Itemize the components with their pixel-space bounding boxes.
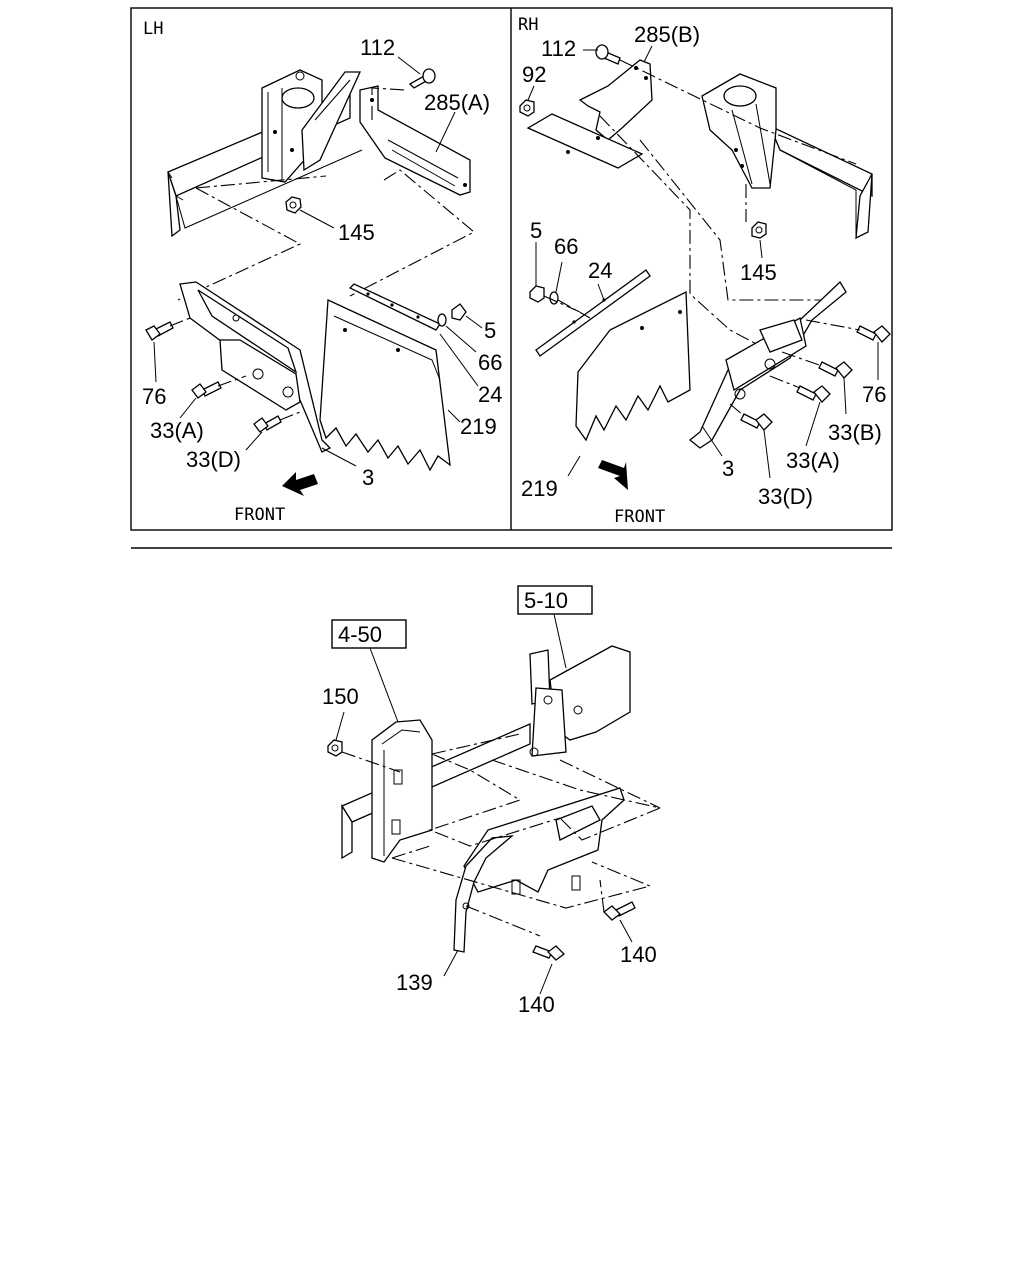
lower-nut-150 [327, 739, 343, 757]
lower-callout-139: 139 [396, 970, 433, 995]
rh-callout-33d: 33(D) [758, 484, 813, 509]
rh-panel: RH [518, 15, 891, 527]
rh-bolt-76 [856, 325, 891, 343]
rh-plate-24 [535, 269, 651, 357]
lh-callout-66: 66 [478, 350, 502, 375]
lh-nut-145 [285, 196, 302, 214]
lh-washer-66 [437, 313, 447, 327]
lower-callout-150: 150 [322, 684, 359, 709]
lower-callout-140-a: 140 [620, 942, 657, 967]
lh-callout-145: 145 [338, 220, 375, 245]
rh-front-arrow-icon [598, 460, 628, 490]
lh-bolt-33a [191, 381, 222, 399]
lh-stay-bracket [301, 71, 362, 172]
rh-nut-145 [751, 221, 767, 239]
rh-plate [526, 113, 644, 169]
lh-callout-33d: 33(D) [186, 447, 241, 472]
rh-callout-112: 112 [541, 36, 576, 61]
lh-callout-3: 3 [362, 465, 374, 490]
lower-guard-139 [453, 835, 515, 953]
lh-front-label: FRONT [234, 505, 285, 525]
lower-leaders [335, 711, 633, 995]
ref-box-4-50: 4-50 [331, 619, 407, 649]
lh-callout-76: 76 [142, 384, 166, 409]
lh-bolt-112 [408, 68, 436, 89]
rh-rail-bracket [701, 73, 777, 189]
rh-mudflap-219 [575, 290, 691, 442]
lower-assembly: 4-50 5-10 [322, 585, 662, 1017]
lh-leaders [153, 56, 483, 467]
lower-upper-fitting [529, 645, 631, 757]
rh-bolt-33b [818, 361, 853, 379]
rh-callout-92: 92 [522, 62, 546, 87]
lh-front-arrow-icon [282, 472, 318, 496]
lower-bolt-140-b [532, 945, 565, 961]
lh-bolt-33d [253, 415, 282, 433]
lh-callout-219: 219 [460, 414, 497, 439]
ref-box-5-10: 5-10 [517, 585, 593, 615]
rh-callout-219: 219 [521, 476, 558, 501]
ref-box-4-50-label: 4-50 [338, 622, 382, 647]
lh-callout-33a: 33(A) [150, 418, 204, 443]
rh-leaders [527, 45, 879, 479]
lower-tray-bracket [463, 787, 625, 895]
lh-callout-5: 5 [484, 318, 496, 343]
lower-upright-bracket [371, 719, 433, 863]
rh-mudguard-bracket [688, 280, 847, 449]
lh-bolt-76 [145, 321, 174, 341]
rh-callout-145: 145 [740, 260, 777, 285]
lh-mudflap-219 [319, 299, 451, 472]
lower-bolt-140-a [603, 901, 636, 921]
rh-panel-tag: RH [518, 15, 538, 35]
ref-box-5-10-label: 5-10 [524, 588, 568, 613]
rh-callout-76: 76 [862, 382, 886, 407]
rh-bolt-33a [796, 385, 831, 403]
rh-washer-66 [549, 291, 559, 305]
rh-bracket-285b [578, 59, 653, 141]
lh-nut-5 [451, 303, 467, 321]
lh-callout-24: 24 [478, 382, 502, 407]
rh-callout-33a: 33(A) [786, 448, 840, 473]
rh-front-label: FRONT [614, 507, 665, 527]
rh-bolt-33d [740, 413, 773, 431]
lh-panel-tag: LH [143, 19, 163, 39]
rh-nut-5 [529, 285, 545, 303]
lh-bracket-285a [359, 85, 471, 196]
lower-callout-140-b: 140 [518, 992, 555, 1017]
rh-frame-rail [768, 124, 873, 240]
rh-callout-285b: 285(B) [634, 22, 700, 47]
rh-callout-24: 24 [588, 258, 612, 283]
lh-panel: LH [142, 19, 502, 525]
rh-callout-3: 3 [722, 456, 734, 481]
lh-mudguard-bracket [179, 281, 332, 453]
rh-nut-92 [519, 99, 535, 117]
rh-callout-33b: 33(B) [828, 420, 882, 445]
lh-callout-112: 112 [360, 35, 395, 60]
lh-callout-285a: 285(A) [424, 90, 490, 115]
rh-callout-66: 66 [554, 234, 578, 259]
rh-bolt-112 [595, 44, 621, 65]
rh-callout-5: 5 [530, 218, 542, 243]
